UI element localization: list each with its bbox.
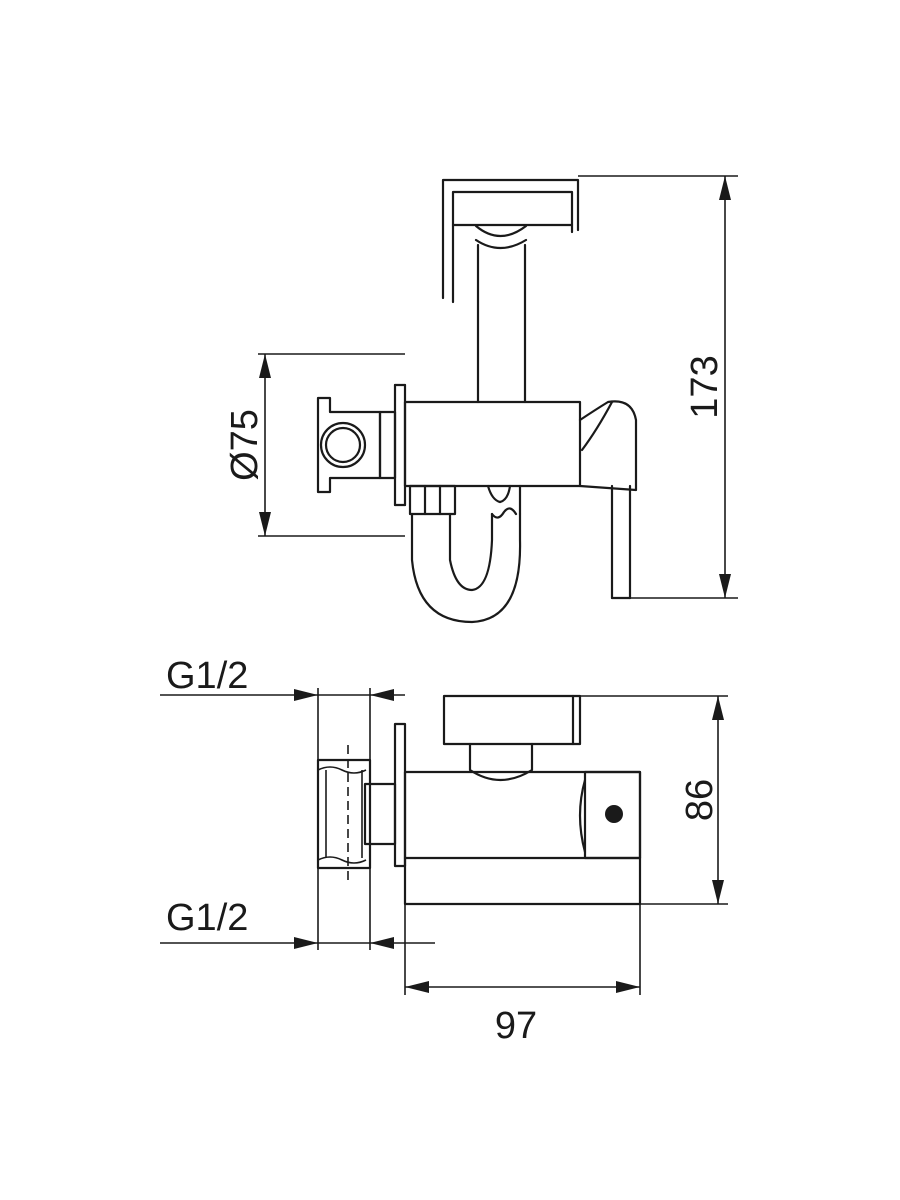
hose-nut — [408, 484, 457, 516]
side-valve-body — [403, 770, 642, 906]
lever-handle — [578, 400, 638, 600]
thread-dimension-top: G1/2 — [160, 655, 405, 760]
wall-plate — [316, 383, 407, 507]
thread-top-label: G1/2 — [166, 655, 248, 697]
side-hand-shower — [442, 694, 582, 781]
hose-holder-stem — [476, 243, 527, 404]
hand-shower-head — [441, 178, 580, 304]
valve-height-label: 86 — [679, 779, 721, 821]
valve-width-dimension: 97 — [404, 904, 641, 1047]
valve-width-label: 97 — [495, 1005, 537, 1047]
valve-height-dimension: 86 — [580, 695, 728, 905]
front-view: 173 Ø75 — [224, 175, 738, 624]
height-dimension-label: 173 — [684, 355, 726, 418]
diameter-dimension-label: Ø75 — [224, 409, 266, 481]
thread-bottom-label: G1/2 — [166, 897, 248, 939]
valve-body — [403, 400, 582, 488]
hose-loop — [410, 484, 522, 624]
side-wall-plate — [363, 722, 407, 868]
height-dimension: 173 — [578, 175, 738, 599]
diameter-dimension: Ø75 — [224, 353, 405, 537]
side-view: G1/2 G1/2 86 97 — [160, 655, 728, 1047]
threaded-connector — [316, 745, 372, 885]
thread-dimension-bottom: G1/2 — [160, 868, 435, 950]
